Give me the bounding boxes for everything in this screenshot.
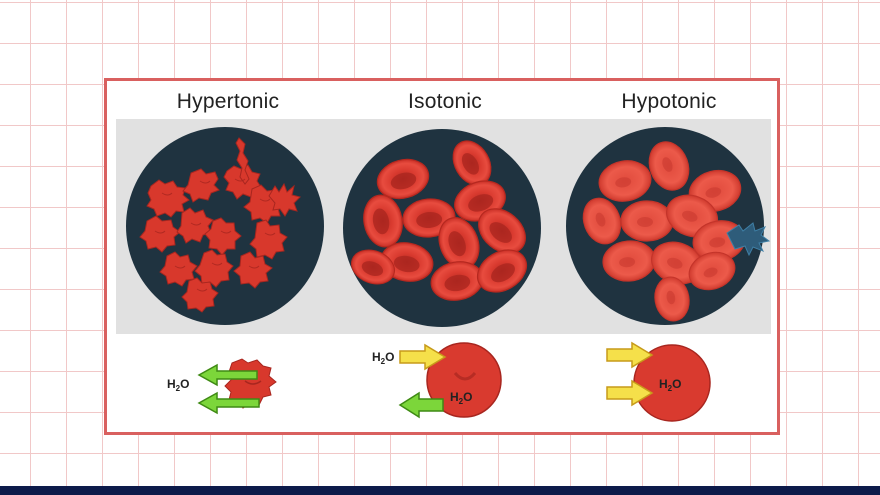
hypotonic-cell-example bbox=[606, 341, 711, 422]
label-isotonic: Isotonic bbox=[408, 90, 482, 113]
bottom-bar bbox=[0, 486, 880, 495]
isotonic-dish bbox=[343, 129, 541, 327]
arrow-out-icon bbox=[197, 391, 260, 415]
label-hypotonic: Hypotonic bbox=[621, 90, 717, 113]
diagram-frame: Hypertonic Isotonic Hypotonic bbox=[104, 78, 780, 435]
h2o-label-isotonic-outside: H2O bbox=[372, 350, 394, 366]
arrow-in-icon bbox=[399, 343, 447, 371]
arrow-in-icon bbox=[606, 379, 654, 407]
h2o-label-isotonic-inside: H2O bbox=[450, 390, 472, 406]
h2o-label-hypertonic: H2O bbox=[167, 377, 189, 393]
isotonic-cell-example bbox=[398, 342, 502, 419]
diagram-illustration: H2O H2O H2O H2O bbox=[126, 127, 771, 422]
arrow-out-icon bbox=[197, 363, 258, 387]
arrow-out-icon bbox=[398, 391, 444, 419]
h2o-label-hypotonic: H2O bbox=[659, 377, 681, 393]
arrow-in-icon bbox=[606, 341, 654, 369]
hypertonic-cell-example bbox=[197, 358, 277, 415]
hypotonic-dish bbox=[566, 127, 771, 325]
label-hypertonic: Hypertonic bbox=[176, 90, 280, 113]
burst-cell-fragment bbox=[726, 222, 771, 257]
hypertonic-dish bbox=[126, 127, 324, 325]
